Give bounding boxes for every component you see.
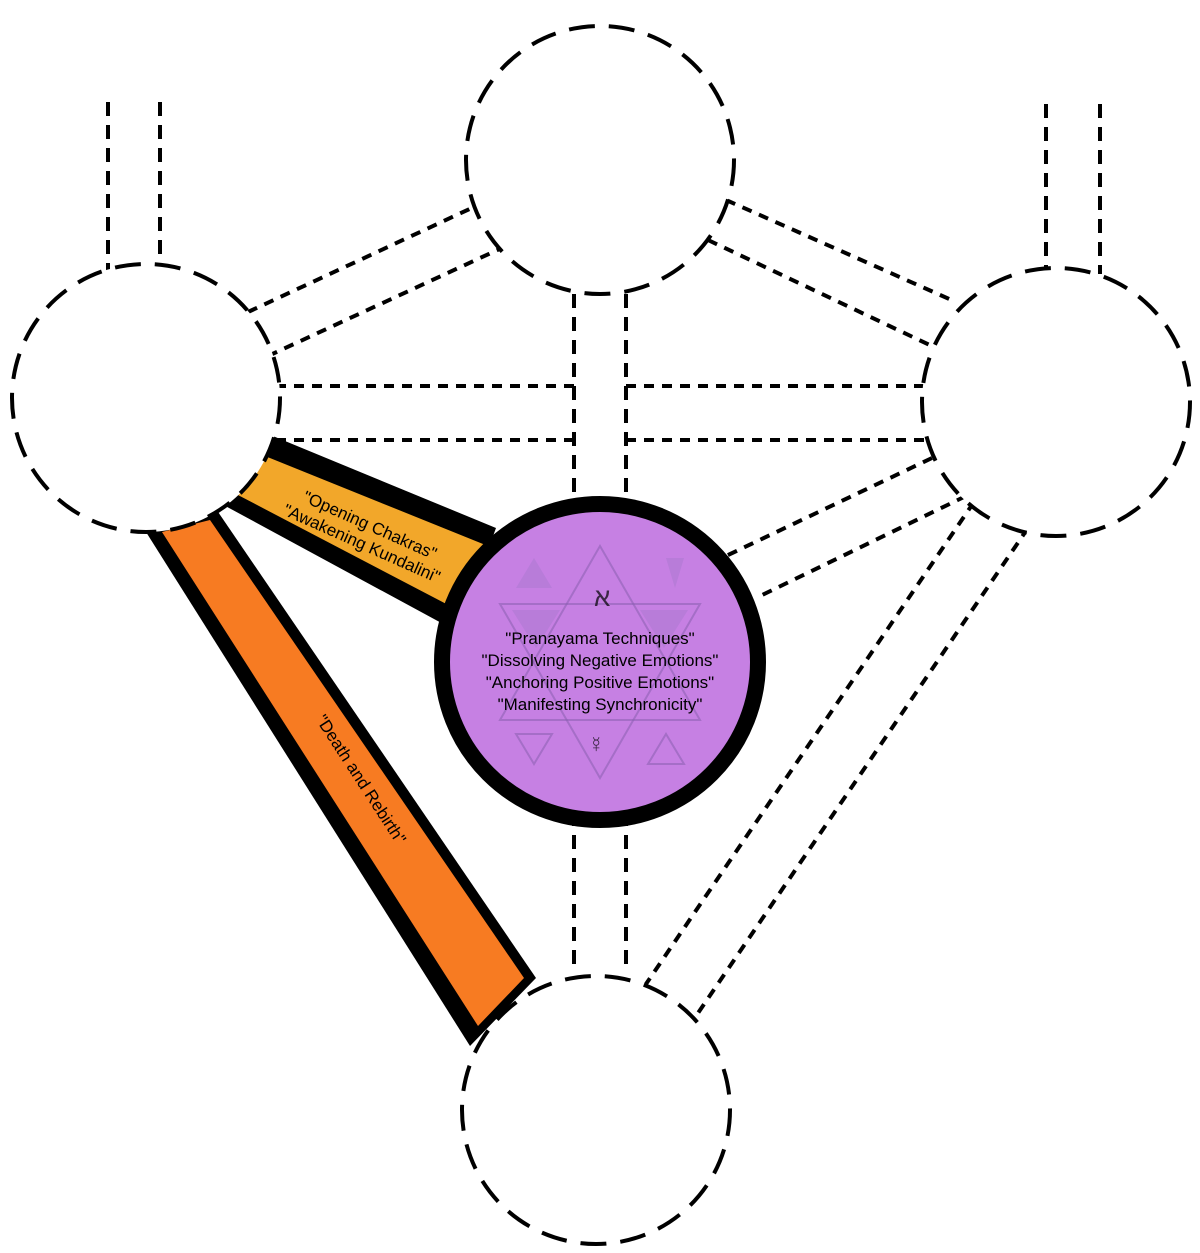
path-right-center-b xyxy=(755,494,967,600)
nodes xyxy=(10,24,1192,1246)
node-left xyxy=(10,262,282,534)
lower-path-band-fill xyxy=(162,520,524,1026)
upper-path-band-fill xyxy=(236,454,488,608)
path-top-right-a xyxy=(725,198,957,304)
center-label-line-1: "Pranayama Techniques" xyxy=(505,629,694,648)
mercury-glyph-icon: ☿ xyxy=(588,732,605,757)
path-right-center-a xyxy=(725,456,933,558)
path-right-bottom-b xyxy=(694,526,1030,1018)
aleph-glyph-icon: א xyxy=(594,582,610,612)
path-top-right-b xyxy=(707,238,937,350)
center-label-line-2: "Dissolving Negative Emotions" xyxy=(482,651,719,670)
center-node: א ☿ "Pranayama Techniques" "Dissolving N… xyxy=(434,496,766,828)
center-label-line-4: "Manifesting Synchronicity" xyxy=(498,695,703,714)
center-label-line-3: "Anchoring Positive Emotions" xyxy=(486,673,714,692)
upper-path-opening-chakras: "Opening Chakras" "Awakening Kundalini" xyxy=(218,434,496,632)
path-top-left-a xyxy=(247,204,477,314)
node-bottom xyxy=(460,974,732,1246)
node-top xyxy=(464,24,736,296)
node-right xyxy=(920,266,1192,538)
hexagram-with-element-triangles-icon: א ☿ xyxy=(498,543,702,781)
path-right-bottom-a xyxy=(644,500,976,986)
path-top-left-b xyxy=(267,244,507,358)
dashed-paths xyxy=(106,102,1102,1018)
